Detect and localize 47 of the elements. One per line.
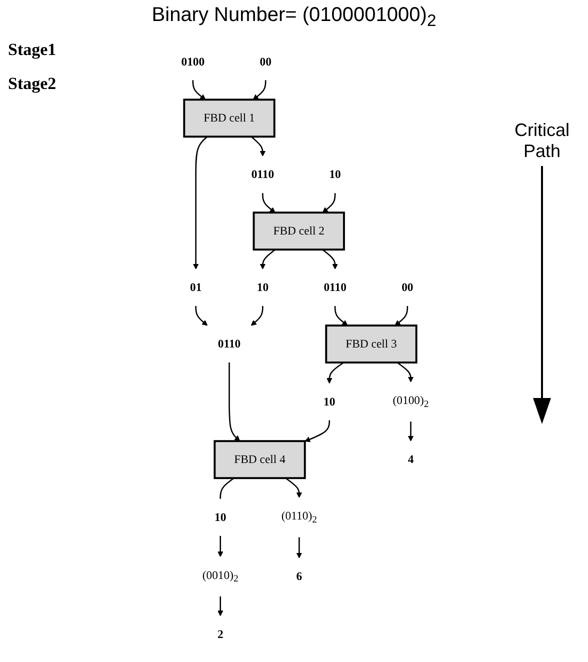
arrow (260, 249, 276, 270)
arrow (192, 136, 208, 270)
node-text: 10 (214, 510, 226, 524)
arrow (285, 478, 302, 498)
node-text: 4 (408, 452, 414, 466)
node-text: 0110 (218, 337, 241, 350)
arrow (396, 362, 414, 382)
arrow (250, 306, 264, 326)
arrow (262, 193, 276, 213)
arrow (408, 422, 414, 442)
node-box: FBD cell 2 (252, 212, 345, 251)
node-text: (0010)$_{2}$ (202, 568, 238, 584)
node-text: (0100)$_{2}$ (392, 394, 429, 410)
stage-label: Stage2 (8, 74, 58, 94)
arrow (228, 362, 240, 442)
arrow (322, 193, 336, 213)
arrow (252, 80, 266, 100)
node-box: FBD cell 3 (325, 324, 418, 364)
node-text: 0110 (251, 168, 274, 181)
node-text: 2 (217, 627, 224, 640)
arrow (322, 249, 338, 270)
node-text: 10 (329, 168, 341, 181)
node-text: 10 (324, 394, 336, 408)
arrow (192, 80, 206, 100)
node-text: 6 (296, 570, 302, 583)
node-text: (0110)$_{2}$ (281, 509, 317, 526)
arrow (195, 306, 208, 326)
node-text: 0110 (324, 280, 346, 294)
title: Binary Number= (0100001000)$_{2}$ (150, 4, 438, 31)
stage-label: Stage1 (8, 40, 58, 60)
node-text: 00 (260, 54, 272, 68)
arrow (304, 420, 330, 442)
arrow (250, 136, 266, 156)
node-text: 00 (402, 280, 414, 294)
node-box: FBD cell 1 (183, 98, 276, 138)
node-text: 0100 (181, 54, 205, 68)
node-box: FBD cell 4 (214, 440, 306, 480)
node-text: 10 (256, 280, 269, 294)
node-text: 01 (190, 280, 202, 294)
arrow (218, 536, 224, 557)
arrow (334, 306, 348, 326)
arrow (296, 537, 302, 558)
arrow (218, 596, 224, 616)
path-label: Critical Path (513, 120, 570, 162)
connector (220, 478, 234, 499)
arrow (326, 362, 344, 384)
arrow (394, 306, 408, 326)
